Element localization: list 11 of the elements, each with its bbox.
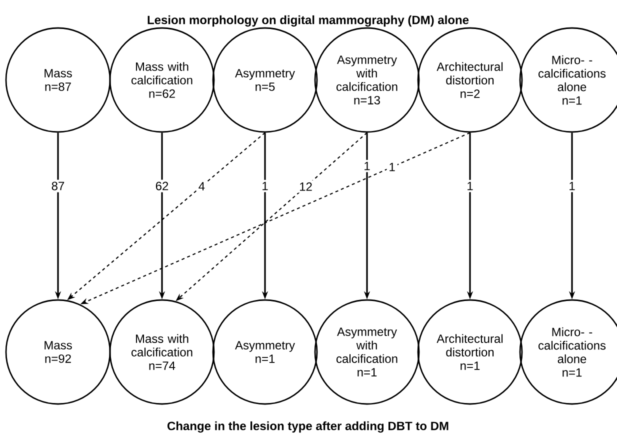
edge-label: 1	[362, 160, 372, 172]
title: Lesion morphology on digital mammography (DM) alone	[148, 15, 469, 27]
edge-label: 87	[49, 180, 67, 192]
edge-label: 1	[566, 180, 578, 192]
caption: Change in the lesion type after adding DBT to DM	[167, 421, 448, 433]
edge-label: 12	[297, 180, 314, 193]
edge-label: 1	[464, 180, 476, 192]
edge-label: 1	[386, 160, 398, 174]
edge-label: 4	[196, 180, 208, 192]
edge-label: 62	[153, 180, 171, 192]
edge-label: 1	[260, 180, 270, 192]
